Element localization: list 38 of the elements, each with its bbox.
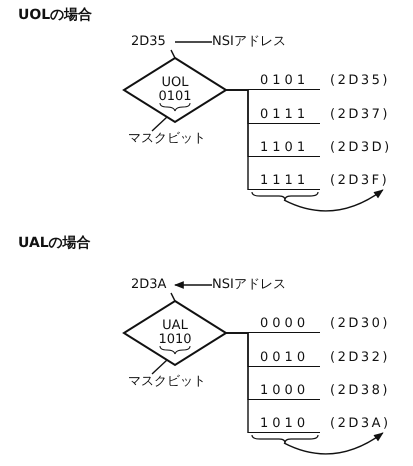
address-label: (2D35) (330, 73, 410, 90)
connector-line (175, 41, 212, 43)
decision-diamond (124, 58, 226, 122)
text-label: マスクビット (128, 374, 218, 390)
register-name: UOL (162, 76, 188, 90)
connector-line (284, 432, 384, 455)
address-label: (2D30) (330, 316, 410, 333)
address-label: (2D3D) (330, 140, 410, 157)
bit-pattern: 0101 (158, 90, 192, 104)
connector-line (284, 189, 384, 212)
bit-pattern: 0010 (248, 350, 320, 367)
decision-diamond (124, 301, 226, 365)
bit-pattern: 0000 (248, 316, 320, 333)
connector-line (226, 89, 249, 190)
leader-line (152, 116, 168, 132)
bit-pattern: 0101 (248, 73, 320, 90)
register-name: UAL (162, 319, 188, 333)
connector-line (226, 332, 249, 433)
section-heading: UALの場合 (18, 234, 91, 252)
text-label: マスクビット (128, 131, 218, 147)
bit-pattern: 1000 (248, 383, 320, 400)
bit-pattern: 1101 (248, 140, 320, 157)
text-label: 2D35 (131, 34, 175, 50)
text-label: 2D3A (131, 277, 175, 293)
address-label: (2D32) (330, 350, 410, 367)
section-heading: UOLの場合 (18, 6, 92, 24)
bit-pattern: 1010 (158, 333, 192, 347)
address-label: (2D37) (330, 107, 410, 124)
address-label: (2D38) (330, 383, 410, 400)
text-label: NSIアドレス (212, 34, 312, 50)
address-label: (2D3A) (330, 416, 410, 433)
bit-pattern: 1111 (248, 173, 320, 190)
leader-line (152, 359, 168, 375)
bit-pattern: 0111 (248, 107, 320, 124)
connector-line (174, 281, 212, 289)
text-label: NSIアドレス (212, 277, 312, 293)
bit-pattern: 1010 (248, 416, 320, 433)
address-label: (2D3F) (330, 173, 410, 190)
